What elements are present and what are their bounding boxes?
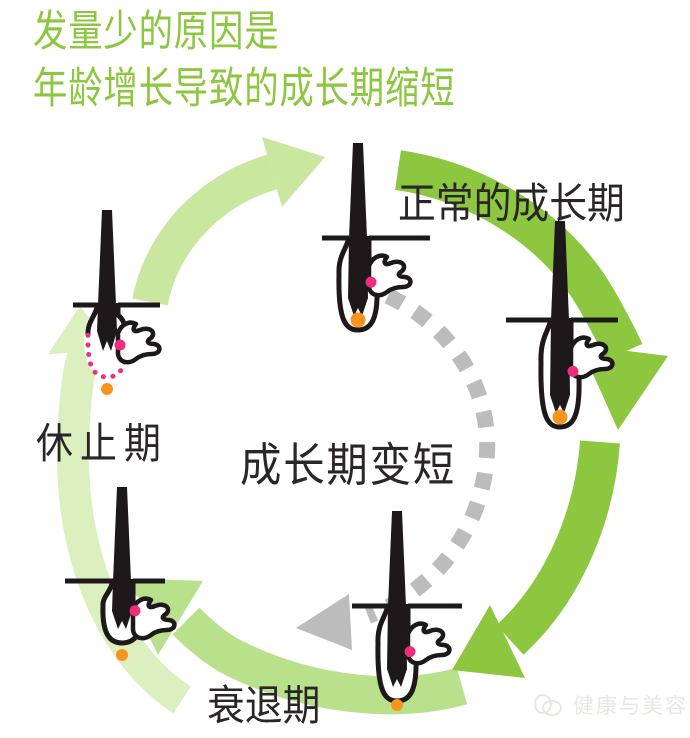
follicle-late-catagen-illustration <box>65 487 177 661</box>
arrowhead <box>262 137 325 207</box>
hair-shaft <box>112 487 132 629</box>
orange-dot <box>116 649 128 661</box>
orange-dot <box>552 409 568 425</box>
pink-dot <box>404 646 416 658</box>
orange-dot <box>350 312 366 328</box>
sebaceous-gland <box>405 621 452 666</box>
sebaceous-gland <box>366 253 413 298</box>
label-normal-growth-stage: 正常的成长期 <box>398 180 625 227</box>
hair-shaft <box>97 210 117 351</box>
hair-shaft <box>348 143 368 316</box>
follicle-normal-anagen-illustration <box>506 221 618 430</box>
orange-dot <box>391 699 403 711</box>
watermark: 健康与美容 <box>532 690 688 720</box>
label-telogen-stage: 休止期 <box>36 420 169 467</box>
shortcut-dashed-arrow <box>296 288 496 650</box>
pink-dot <box>567 365 579 377</box>
page-title-line1: 发量少的原因是 <box>33 8 280 56</box>
pink-dot <box>129 605 141 617</box>
follicle-telogen-illustration <box>73 210 162 395</box>
page-title: 发量少的原因是 年龄增长导致的成长期缩短 <box>33 4 455 118</box>
arrowhead <box>452 605 525 678</box>
pink-dot <box>114 339 126 351</box>
label-catagen-stage: 衰退期 <box>207 682 321 729</box>
follicle-catagen-illustration <box>352 511 462 711</box>
page-title-line2: 年龄增长导致的成长期缩短 <box>33 65 456 113</box>
cycle-arrow-to-anagen <box>132 137 325 306</box>
watermark-label: 健康与美容 <box>573 695 688 718</box>
follicle-early-anagen-illustration <box>322 143 430 333</box>
orange-dot <box>101 383 113 395</box>
cycle-arrow-to-catagen <box>452 440 620 678</box>
hair-shaft <box>387 511 407 687</box>
label-shortened-growth-stage: 成长期变短 <box>240 439 456 491</box>
sebaceous-gland <box>130 596 177 641</box>
watermark-logo-icon <box>534 694 562 716</box>
sebaceous-gland <box>115 320 162 365</box>
pink-dot <box>365 276 377 288</box>
sebaceous-gland <box>568 335 615 380</box>
hair-shaft <box>550 221 570 413</box>
arrowhead <box>296 594 352 650</box>
